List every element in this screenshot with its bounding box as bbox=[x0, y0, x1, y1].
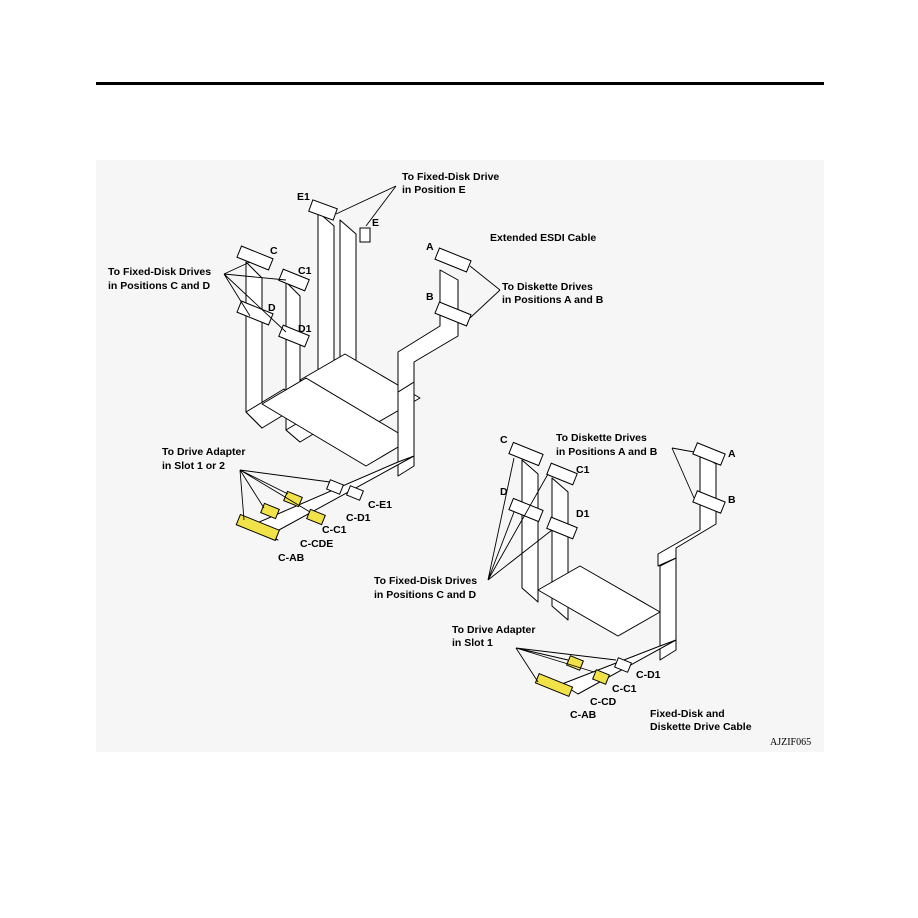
label2-d1: D1 bbox=[576, 508, 590, 520]
label-plug-c-e1: C-E1 bbox=[368, 499, 392, 511]
label-to-diskette-2: in Positions A and B bbox=[502, 294, 604, 306]
figure-id: AJZIF065 bbox=[770, 737, 811, 748]
connector-d1 bbox=[278, 324, 310, 348]
label-to-fixed-cd-1: To Fixed-Disk Drives bbox=[108, 266, 211, 278]
connector2-d bbox=[508, 497, 544, 523]
label-d1: D1 bbox=[298, 323, 312, 335]
extended-esdi-cable: To Fixed-Disk Drive in Position E E1 E E… bbox=[108, 171, 604, 564]
title-fixed-disk-1: Fixed-Disk and bbox=[650, 708, 725, 720]
connector-b bbox=[434, 301, 472, 327]
plug2-c-c1 bbox=[591, 669, 611, 685]
connector-e1 bbox=[308, 199, 338, 221]
ribbon-cd bbox=[245, 261, 263, 429]
label-a: A bbox=[426, 241, 434, 253]
connector2-d1 bbox=[546, 516, 578, 540]
label-to-diskette-1: To Diskette Drives bbox=[502, 281, 593, 293]
label2-to-diskette-1: To Diskette Drives bbox=[556, 432, 647, 444]
title-fixed-disk-2: Diskette Drive Cable bbox=[650, 721, 752, 733]
connector-c bbox=[236, 245, 274, 271]
connector2-b bbox=[692, 490, 726, 514]
label2-to-adapter-2: in Slot 1 bbox=[452, 637, 493, 649]
plug-c-e1 bbox=[345, 485, 365, 501]
plug2-c-d1 bbox=[613, 657, 633, 673]
ribbon2-ab bbox=[657, 453, 717, 567]
plug2-c-cd bbox=[565, 655, 585, 671]
label-e: E bbox=[372, 217, 379, 229]
plug-c-cde bbox=[260, 502, 280, 520]
fixed-disk-diskette-cable: C To Diskette Drives in Positions A and … bbox=[374, 432, 752, 733]
label2-c1: C1 bbox=[576, 464, 590, 476]
label-plug-c-d1: C-D1 bbox=[346, 512, 371, 524]
plug-c-ab bbox=[235, 513, 280, 542]
connector-e bbox=[359, 227, 371, 243]
label2-to-fixed-cd-1: To Fixed-Disk Drives bbox=[374, 575, 477, 587]
connector-a bbox=[434, 247, 472, 273]
label2-d: D bbox=[500, 486, 508, 498]
label-b: B bbox=[426, 291, 434, 303]
label-c: C bbox=[270, 245, 278, 257]
title-extended-esdi: Extended ESDI Cable bbox=[490, 232, 596, 244]
label-plug-c-cde: C-CDE bbox=[300, 538, 333, 550]
label2-a: A bbox=[728, 448, 736, 460]
label-to-adapter-1: To Drive Adapter bbox=[162, 446, 245, 458]
label2-plug-c-ab: C-AB bbox=[570, 709, 597, 721]
connector-c1 bbox=[278, 268, 310, 292]
label-plug-c-c1: C-C1 bbox=[322, 524, 347, 536]
label2-to-adapter-1: To Drive Adapter bbox=[452, 624, 535, 636]
top-rule bbox=[96, 82, 824, 85]
label-plug-c-ab: C-AB bbox=[278, 552, 305, 564]
label-to-fixed-cd-2: in Positions C and D bbox=[108, 280, 211, 292]
ribbon-ab bbox=[397, 269, 459, 393]
label-d: D bbox=[268, 302, 276, 314]
label-to-fixed-e-1: To Fixed-Disk Drive bbox=[402, 171, 499, 183]
connector2-a bbox=[692, 442, 726, 466]
connector2-c bbox=[508, 441, 544, 467]
label-e1: E1 bbox=[297, 191, 310, 203]
label2-to-fixed-cd-2: in Positions C and D bbox=[374, 589, 477, 601]
connector-d bbox=[236, 300, 274, 326]
ribbon-e bbox=[339, 219, 357, 377]
label-c1: C1 bbox=[298, 265, 312, 277]
label-to-adapter-2: in Slot 1 or 2 bbox=[162, 460, 225, 472]
plug-c-c1 bbox=[283, 490, 303, 508]
label-to-fixed-e-2: in Position E bbox=[402, 184, 466, 196]
label2-to-diskette-2: in Positions A and B bbox=[556, 446, 658, 458]
label2-c: C bbox=[500, 434, 508, 446]
label2-plug-c-c1: C-C1 bbox=[612, 683, 637, 695]
label2-b: B bbox=[728, 494, 736, 506]
label2-plug-c-d1: C-D1 bbox=[636, 669, 661, 681]
plug-c-d1 bbox=[306, 508, 326, 526]
ribbon2-cd bbox=[521, 459, 539, 603]
plug2-c-ab bbox=[534, 672, 574, 698]
label2-plug-c-cd: C-CD bbox=[590, 696, 617, 708]
connector2-c1 bbox=[546, 462, 578, 486]
